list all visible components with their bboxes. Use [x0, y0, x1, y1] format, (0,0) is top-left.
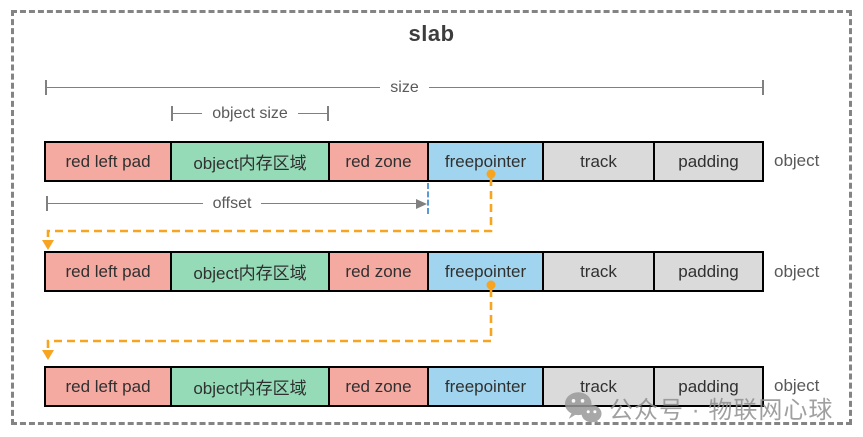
segment-red-left-pad: red left pad [46, 253, 172, 290]
freepointer-link-arrow [42, 280, 496, 360]
segment-object-memory-area: object内存区域 [172, 253, 330, 290]
offset-label: offset [212, 195, 252, 212]
segment-object-memory-area: object内存区域 [172, 368, 330, 405]
right-arrow-icon [416, 198, 427, 209]
object-label: object [774, 376, 820, 395]
segment-red-left-pad: red left pad [46, 368, 172, 405]
object-size-label: object size [212, 105, 288, 122]
segment-freepointer: freepointer [429, 253, 544, 290]
measure-line [47, 86, 381, 89]
object-row: red left pad object内存区域 red zone freepoi… [44, 366, 764, 407]
segment-track: track [544, 143, 655, 180]
segment-padding: padding [655, 253, 762, 290]
freepointer-dot [486, 169, 496, 179]
segment-red-zone: red zone [330, 368, 429, 405]
offset-boundary-dashed-guide [427, 183, 429, 214]
size-label: size [390, 79, 419, 96]
segment-track: track [544, 368, 655, 405]
segment-red-zone: red zone [330, 143, 429, 180]
measure-right-tick [327, 106, 329, 121]
segment-red-left-pad: red left pad [46, 143, 172, 180]
segment-padding: padding [655, 368, 762, 405]
measure-line [48, 202, 203, 205]
measure-line [173, 112, 203, 115]
down-arrowhead-icon [42, 350, 54, 360]
diagram-title: slab [408, 21, 455, 46]
object-row: red left pad object内存区域 red zone freepoi… [44, 251, 764, 292]
segment-red-zone: red zone [330, 253, 429, 290]
measure-line [261, 202, 416, 205]
measure-left-tick [46, 196, 48, 211]
segment-object-memory-area: object内存区域 [172, 143, 330, 180]
freepointer-dot [486, 280, 496, 290]
object-size-measure: object size [171, 105, 329, 122]
watermark: 公众号 · 物联网心球 [564, 390, 833, 425]
segment-track: track [544, 253, 655, 290]
measure-left-tick [45, 80, 47, 95]
measure-left-tick [171, 106, 173, 121]
object-label: object [774, 262, 820, 281]
measure-line [297, 112, 327, 115]
segment-freepointer: freepointer [429, 143, 544, 180]
wechat-icon [564, 392, 602, 424]
segment-freepointer: freepointer [429, 368, 544, 405]
segment-padding: padding [655, 143, 762, 180]
measure-right-tick [762, 80, 765, 95]
offset-measure: offset [46, 195, 427, 212]
size-measure: size [45, 79, 765, 96]
down-arrowhead-icon [42, 240, 54, 250]
outer-dashed-frame [11, 10, 852, 425]
watermark-text: 公众号 · 物联网心球 [609, 397, 834, 424]
freepointer-link-arrow [42, 169, 496, 250]
object-label: object [774, 151, 820, 170]
object-row: red left pad object内存区域 red zone freepoi… [44, 141, 764, 182]
measure-line [428, 86, 763, 89]
